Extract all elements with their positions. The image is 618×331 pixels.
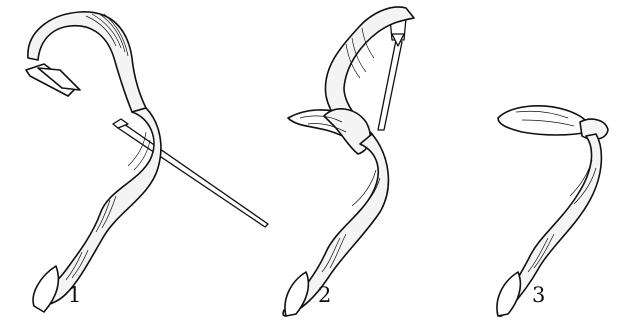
step-2-twisted-ribbon xyxy=(283,134,388,316)
step-1-ribbon-loop xyxy=(26,12,146,112)
step-1-needle xyxy=(113,119,268,227)
step-3-number: 3 xyxy=(532,285,545,306)
step-3-twisted-ribbon xyxy=(497,134,601,316)
step-2-needle xyxy=(378,14,406,130)
step-3-illustration xyxy=(497,106,608,316)
step-1-number: 1 xyxy=(68,285,81,306)
step-2-number: 2 xyxy=(318,285,331,306)
step-2-knot-loop xyxy=(288,109,370,154)
step-2-illustration xyxy=(283,7,414,316)
step-1-illustration xyxy=(26,12,268,312)
